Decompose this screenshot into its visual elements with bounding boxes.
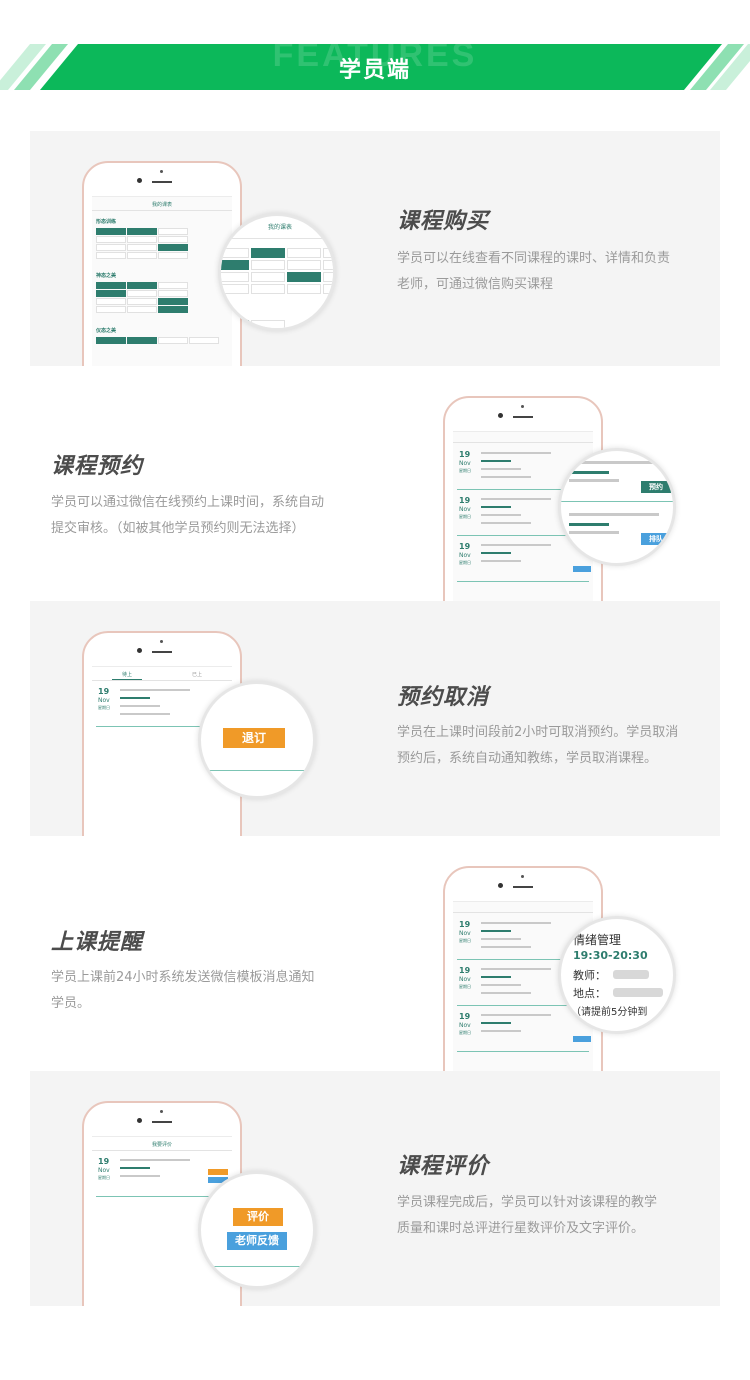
review-button[interactable]: 评价 <box>233 1208 283 1226</box>
tab-upcoming[interactable]: 待上 <box>122 672 133 678</box>
course-weekday: 星期日 <box>459 468 471 473</box>
course-day: 19 <box>98 1157 110 1166</box>
header-banner: FEATURES 学员端 <box>0 0 750 110</box>
description-line: 提交审核。（如被其他学员预约则无法选择） <box>51 521 305 536</box>
feature-course-review: 我要评价 19 Nov 星期日 评价 老师反馈 课程评价 学员课程完成后，学员可… <box>30 1071 720 1306</box>
tab-completed[interactable]: 已上 <box>192 672 203 678</box>
description-line: 学员课程完成后，学员可以针对该课程的教学 <box>397 1195 658 1210</box>
magnifier: 我的课表 <box>218 213 336 331</box>
queue-button[interactable]: 排队 <box>641 533 671 545</box>
course-month: Nov <box>98 1167 110 1174</box>
feature-title: 预约取消 <box>397 685 490 710</box>
magnifier: 评价 老师反馈 <box>198 1171 316 1289</box>
banner-shape <box>0 44 750 90</box>
magnifier: 情绪管理 19:30-20:30 教师： 地点： （请提前5分钟到 <box>558 916 676 1034</box>
phone-screen: 19 Nov 星期日 19 Nov 星期日 19 Nov 星期日 <box>453 901 593 1071</box>
feature-title: 课程购买 <box>397 209 490 234</box>
course-month: Nov <box>459 506 471 513</box>
page-title: 学员端 <box>338 58 411 83</box>
course-month: Nov <box>459 930 471 937</box>
feedback-button-small[interactable] <box>208 1177 228 1183</box>
feature-course-booking: 课程预约 学员可以通过微信在线预约上课时间，系统自动 提交审核。（如被其他学员预… <box>30 366 720 601</box>
description-line: 学员。 <box>51 996 91 1011</box>
description-line: 预约后，系统自动通知教练，学员取消课程。 <box>397 751 658 766</box>
course-weekday: 星期日 <box>98 1175 110 1180</box>
reminder-note: （请提前5分钟到 <box>571 1007 648 1018</box>
group-label: 形态训练 <box>96 219 117 225</box>
course-row[interactable]: 19 Nov 星期日 <box>457 962 589 1006</box>
course-row[interactable]: 19 Nov 星期日 <box>457 916 589 960</box>
unsubscribe-button[interactable]: 退订 <box>223 728 285 748</box>
magnifier: 预约 排队 <box>558 448 676 566</box>
magnifier: 退订 <box>198 681 316 799</box>
course-row[interactable]: 19 Nov 星期日 <box>457 492 589 536</box>
course-row[interactable]: 19 Nov 星期日 <box>457 538 591 582</box>
feature-title: 课程评价 <box>397 1154 490 1179</box>
phone-mockup: 待上 已上 19 Nov 星期日 <box>82 631 242 836</box>
phone-mockup: 19 Nov 星期日 19 Nov 星期日 19 Nov 星期日 <box>443 866 603 1071</box>
course-month: Nov <box>98 697 110 704</box>
description-line: 质量和课时总评进行星数评价及文字评价。 <box>397 1221 645 1236</box>
feature-description: 学员在上课时间段前2小时可取消预约。学员取消 预约后，系统自动通知教练，学员取消… <box>397 720 678 772</box>
feature-description: 学员可以通过微信在线预约上课时间，系统自动 提交审核。（如被其他学员预约则无法选… <box>51 490 324 542</box>
description-line: 学员在上课时间段前2小时可取消预约。学员取消 <box>397 725 679 740</box>
course-day: 19 <box>459 542 471 551</box>
course-month: Nov <box>459 1022 471 1029</box>
queue-button-small[interactable] <box>573 1036 591 1042</box>
review-button-small[interactable] <box>208 1169 228 1175</box>
course-weekday: 星期日 <box>459 938 471 943</box>
course-weekday: 星期日 <box>98 705 110 710</box>
magnifier-header: 我的课表 <box>267 224 292 231</box>
course-day: 19 <box>459 920 471 929</box>
course-weekday: 星期日 <box>459 1030 471 1035</box>
reminder-teacher-label: 教师： <box>573 969 606 982</box>
description-line: 学员可以通过微信在线预约上课时间，系统自动 <box>51 495 325 510</box>
queue-button-small[interactable] <box>573 566 591 572</box>
course-day: 19 <box>459 496 471 505</box>
book-button[interactable]: 预约 <box>641 481 671 493</box>
description-line: 学员可以在线查看不同课程的课时、详情和负责 <box>397 251 671 266</box>
course-weekday: 星期日 <box>459 984 471 989</box>
course-month: Nov <box>459 552 471 559</box>
course-weekday: 星期日 <box>459 560 471 565</box>
feature-booking-cancel: 待上 已上 19 Nov 星期日 退订 预约取消 学员在上课时间段前2小时可取消… <box>30 601 720 836</box>
course-day: 19 <box>459 966 471 975</box>
teacher-feedback-button[interactable]: 老师反馈 <box>227 1232 287 1250</box>
course-row[interactable]: 19 Nov 星期日 <box>96 683 228 727</box>
feature-course-purchase: 我的课表 形态训练 神态之美 <box>30 131 720 366</box>
course-row[interactable]: 19 Nov 星期日 <box>96 1153 228 1197</box>
feature-title: 课程预约 <box>51 454 144 479</box>
feature-description: 学员上课前24小时系统发送微信模板消息通知 学员。 <box>51 965 315 1017</box>
banner-ghost-text: FEATURES <box>272 36 478 74</box>
group-label: 仪态之美 <box>96 328 117 334</box>
description-line: 老师，可通过微信购买课程 <box>397 277 554 292</box>
course-row[interactable]: 19 Nov 星期日 <box>457 446 589 490</box>
course-row[interactable]: 19 Nov 星期日 <box>457 1008 591 1052</box>
course-day: 19 <box>98 687 110 696</box>
course-day: 19 <box>459 1012 471 1021</box>
course-weekday: 星期日 <box>459 514 471 519</box>
reminder-course-name: 情绪管理 <box>573 933 622 947</box>
reminder-place-label: 地点： <box>573 987 606 1000</box>
group-label: 神态之美 <box>96 273 117 279</box>
feature-description: 学员可以在线查看不同课程的课时、详情和负责 老师，可通过微信购买课程 <box>397 246 670 298</box>
feature-title: 上课提醒 <box>51 930 144 955</box>
course-month: Nov <box>459 976 471 983</box>
screen-header: 我的课表 <box>151 202 172 208</box>
description-line: 学员上课前24小时系统发送微信模板消息通知 <box>51 970 315 985</box>
course-month: Nov <box>459 460 471 467</box>
feature-description: 学员课程完成后，学员可以针对该课程的教学 质量和课时总评进行星数评价及文字评价。 <box>397 1190 657 1242</box>
feature-class-reminder: 上课提醒 学员上课前24小时系统发送微信模板消息通知 学员。 19 Nov 星期… <box>30 836 720 1071</box>
screen-header: 我要评价 <box>151 1142 172 1148</box>
reminder-time: 19:30-20:30 <box>573 949 648 962</box>
course-day: 19 <box>459 450 471 459</box>
phone-mockup: 我的课表 形态训练 神态之美 <box>82 161 242 366</box>
phone-mockup: 19 Nov 星期日 19 Nov 星期日 19 Nov 星期日 <box>443 396 603 601</box>
phone-screen: 我的课表 形态训练 神态之美 <box>92 196 232 366</box>
